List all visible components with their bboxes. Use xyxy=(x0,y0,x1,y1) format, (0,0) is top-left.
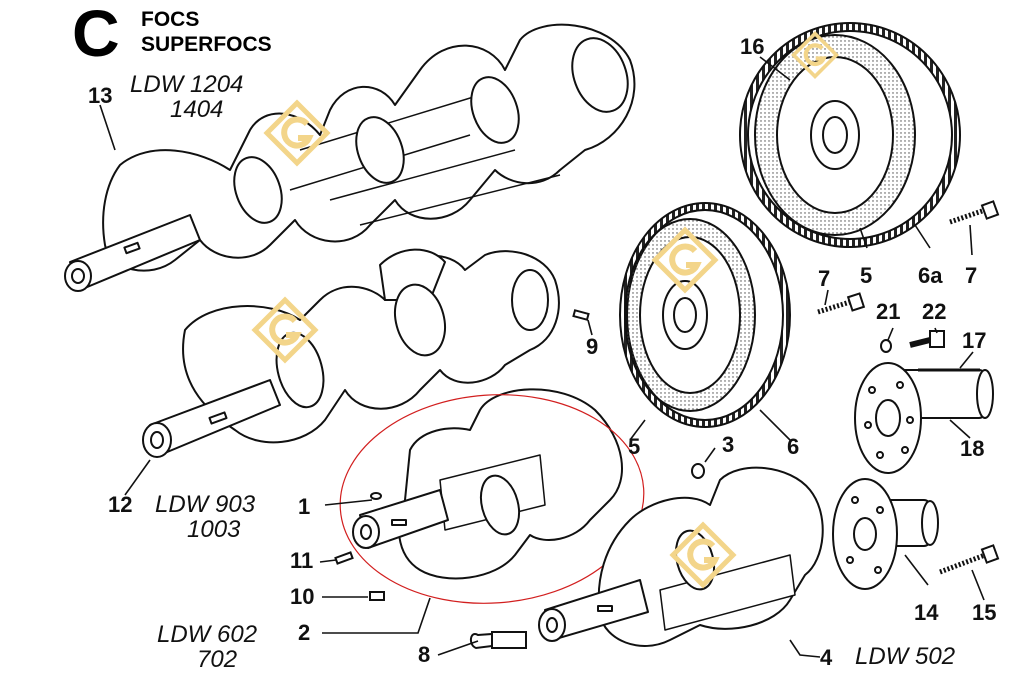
family-line: SUPERFOCS xyxy=(141,32,272,56)
callout-6a: 6a xyxy=(918,263,943,288)
hub-14 xyxy=(832,478,939,590)
callout-12: 12 xyxy=(108,492,133,517)
callout-7-mid: 7 xyxy=(818,266,831,291)
model-line: LDW 602 xyxy=(157,621,258,648)
model-label-ldw502: LDW 502 xyxy=(855,644,955,669)
section-letter: C xyxy=(72,0,120,70)
small-parts xyxy=(334,200,1000,650)
callout-5-upper: 5 xyxy=(860,263,873,288)
callout-5-lower: 5 xyxy=(628,434,641,459)
callout-10: 10 xyxy=(290,584,315,609)
callout-9: 9 xyxy=(586,334,599,359)
flywheel-medium xyxy=(619,202,791,428)
engine-family: FOCS SUPERFOCS xyxy=(141,8,272,58)
crankshaft-ldw903 xyxy=(142,248,560,458)
crankshaft-ldw1204 xyxy=(64,23,636,292)
callout-2: 2 xyxy=(298,620,311,645)
model-line: 702 xyxy=(197,646,238,674)
highlight-ellipse xyxy=(339,394,645,604)
crankshaft-ldw602 xyxy=(352,388,623,580)
model-label-ldw602: LDW 602 702 xyxy=(157,621,258,674)
callout-1: 1 xyxy=(298,494,311,519)
hub-18 xyxy=(854,362,994,474)
callout-14: 14 xyxy=(914,600,939,625)
callout-17: 17 xyxy=(962,328,987,353)
model-line: LDW 903 xyxy=(155,491,256,518)
callout-16: 16 xyxy=(740,34,765,59)
model-line: LDW 502 xyxy=(855,643,956,670)
callout-3: 3 xyxy=(722,432,735,457)
callout-18: 18 xyxy=(960,436,985,461)
family-line: FOCS xyxy=(141,8,200,31)
callout-7-right: 7 xyxy=(965,263,978,288)
callout-13: 13 xyxy=(88,83,113,108)
model-line: 1003 xyxy=(187,516,241,544)
flywheel-large xyxy=(739,22,961,248)
callout-8: 8 xyxy=(418,642,431,667)
model-line: LDW 1204 xyxy=(130,71,244,98)
callout-22: 22 xyxy=(922,299,947,324)
model-label-ldw1204: LDW 1204 1404 xyxy=(130,71,244,124)
leader-lines xyxy=(99,56,985,658)
callout-4: 4 xyxy=(820,645,833,670)
callout-11: 11 xyxy=(290,548,314,573)
callout-21: 21 xyxy=(876,299,901,324)
model-label-ldw903: LDW 903 1003 xyxy=(155,491,256,544)
callout-6: 6 xyxy=(787,434,800,459)
model-line: 1404 xyxy=(170,96,224,124)
callout-15: 15 xyxy=(972,600,997,625)
